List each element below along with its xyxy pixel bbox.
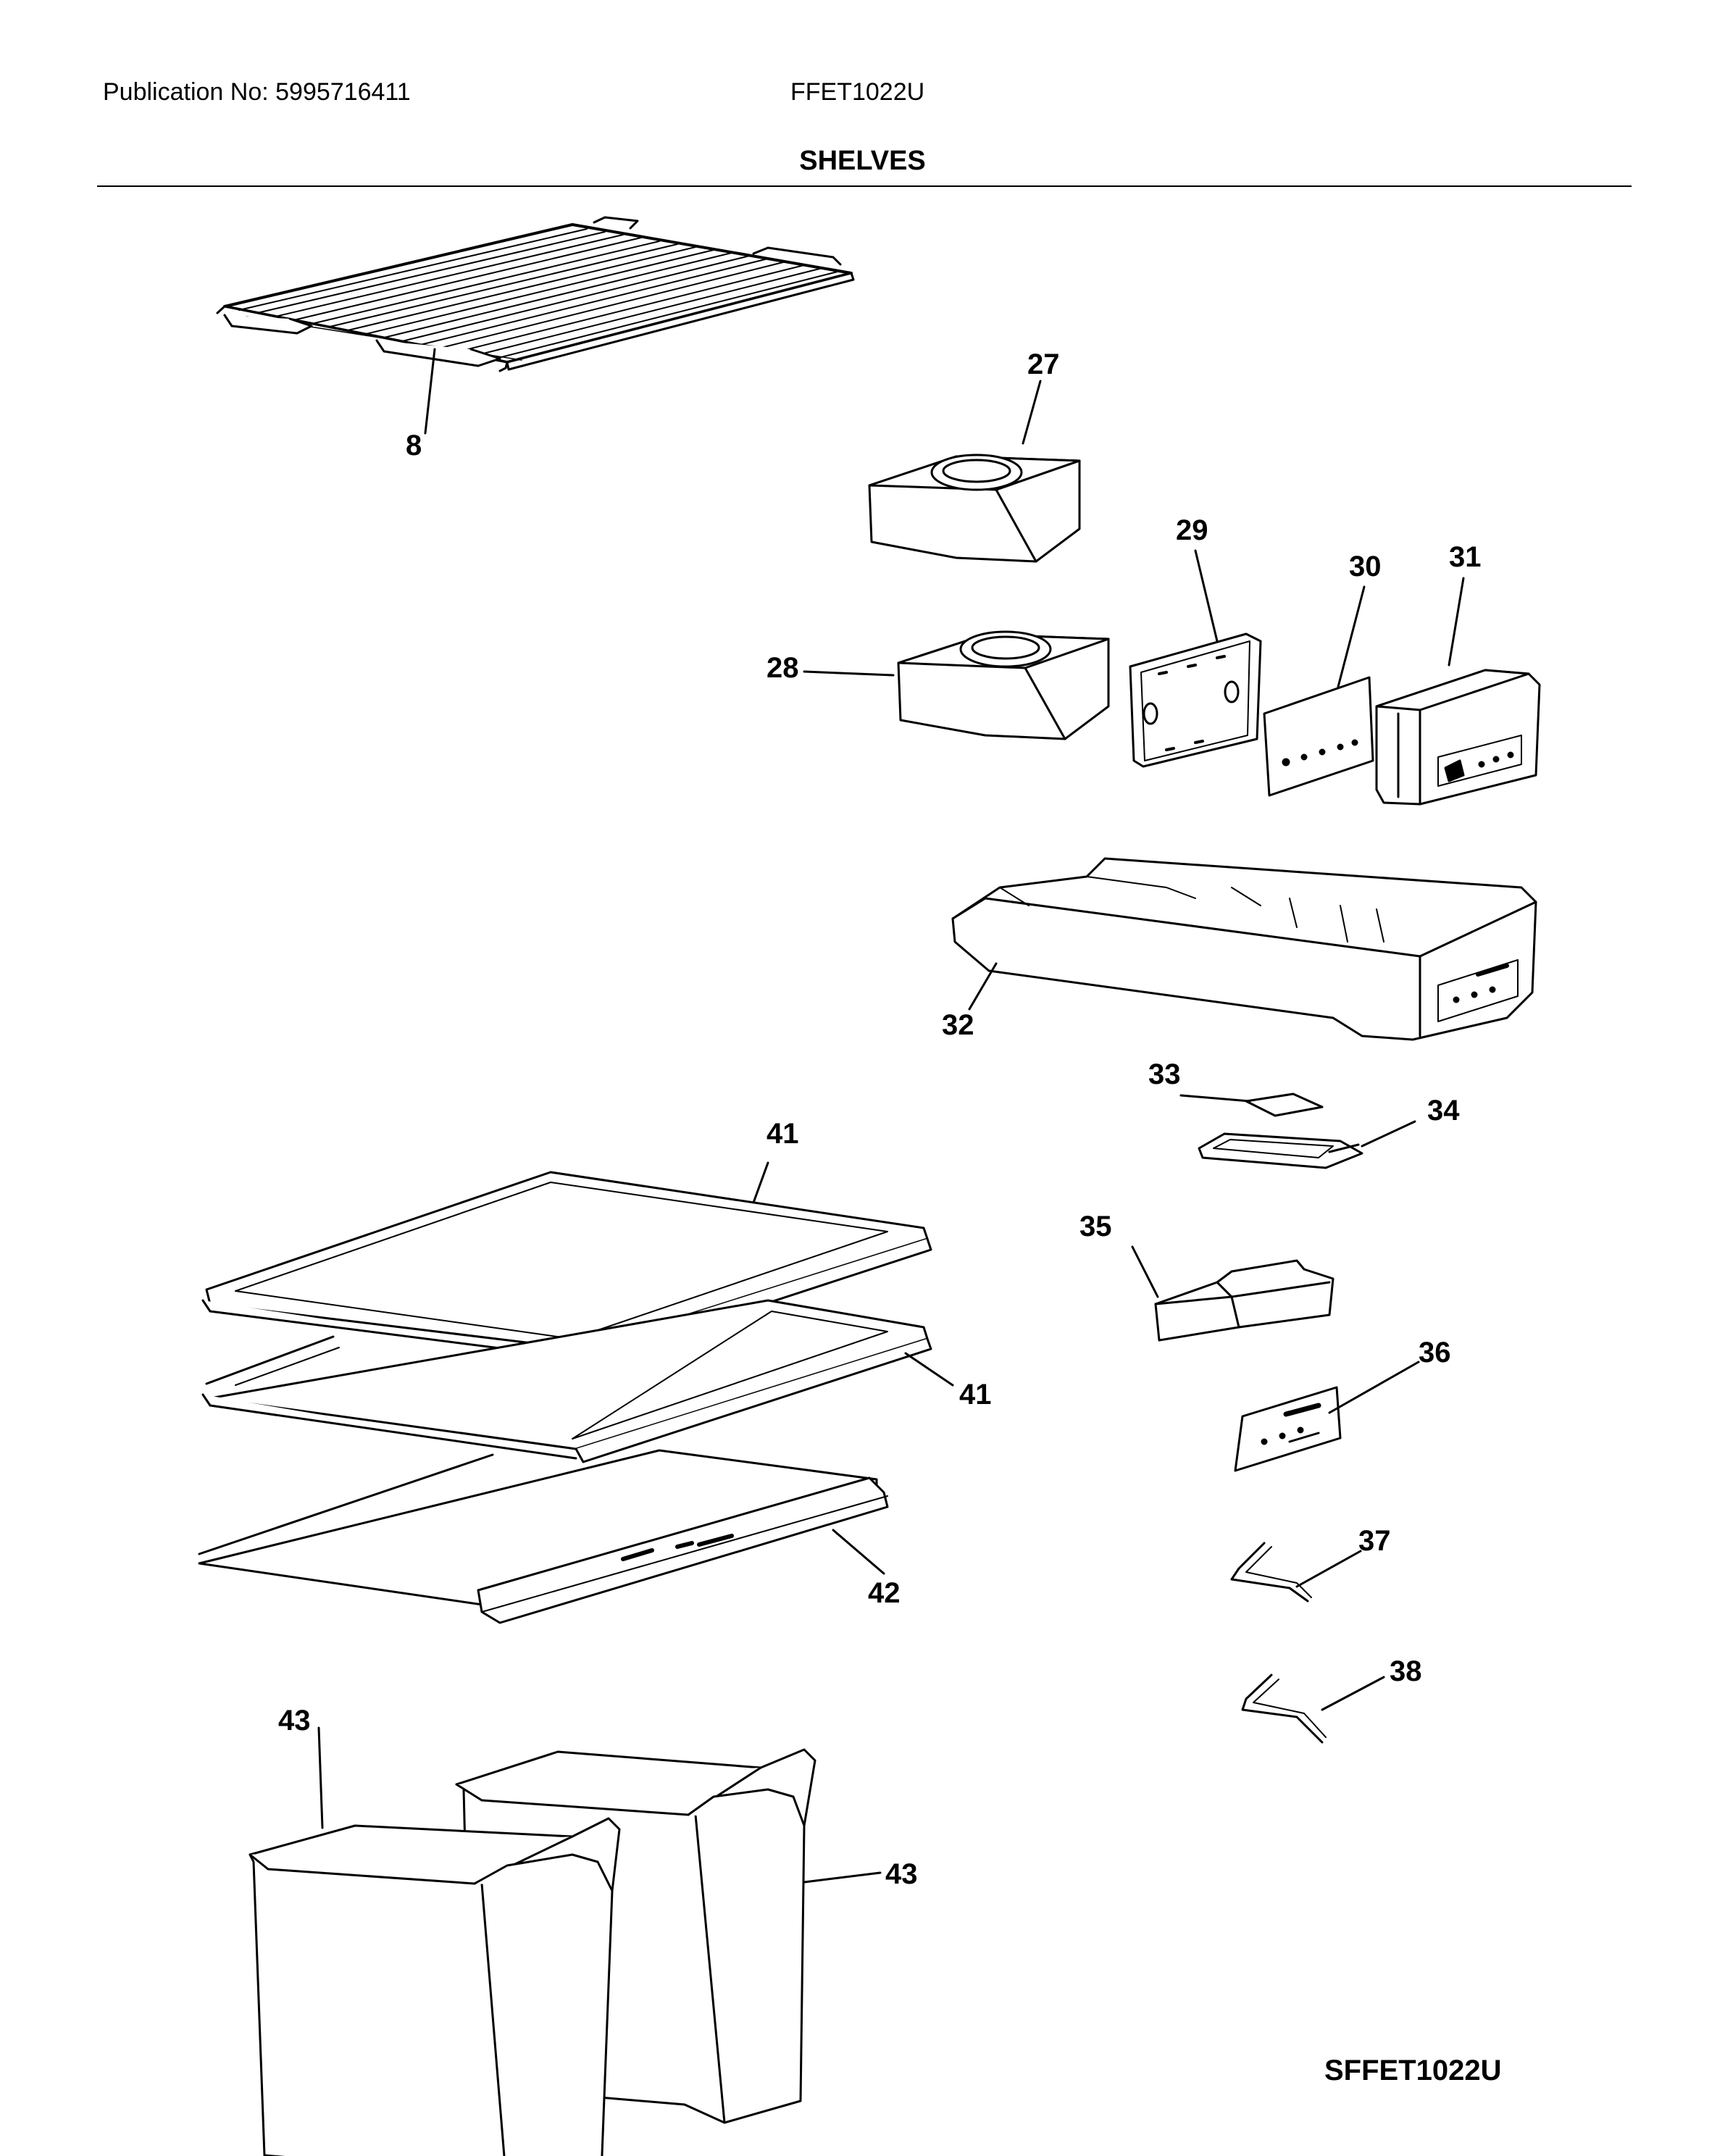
callout-33: 33	[1148, 1058, 1181, 1090]
part-29-cover-plate	[1129, 632, 1262, 768]
callout-42: 42	[868, 1577, 901, 1609]
callout-43-rear: 43	[885, 1858, 918, 1890]
callout-38: 38	[1390, 1655, 1422, 1687]
publication-number: Publication No: 5995716411	[103, 78, 411, 106]
callout-30: 30	[1349, 551, 1382, 582]
part-30-control-board	[1263, 676, 1374, 797]
part-28-bin	[897, 630, 1110, 740]
callout-32: 32	[942, 1009, 974, 1041]
callout-8: 8	[406, 430, 422, 461]
callout-41-top: 41	[767, 1118, 799, 1150]
part-33-pad	[1245, 1092, 1324, 1117]
callout-28: 28	[767, 652, 799, 684]
part-42-glass-shelf	[198, 1449, 889, 1624]
part-41-glass-shelf-bottom	[201, 1299, 932, 1463]
callout-31: 31	[1449, 541, 1482, 573]
callout-29: 29	[1176, 514, 1208, 546]
leader-lines	[317, 348, 1465, 1884]
part-8-wire-shelf	[216, 216, 855, 372]
callout-41-bottom: 41	[959, 1379, 992, 1411]
part-36-overlay	[1234, 1386, 1342, 1472]
callout-34: 34	[1427, 1095, 1460, 1127]
part-35-bracket	[1154, 1259, 1335, 1342]
part-31-control-housing	[1375, 669, 1541, 806]
part-37-wire-harness	[1230, 1542, 1312, 1603]
header-divider	[97, 185, 1632, 187]
part-43-crisper-bin-front	[248, 1817, 621, 2156]
part-34-frame	[1198, 1132, 1363, 1169]
part-27-bin	[868, 454, 1081, 563]
model-number: FFET1022U	[790, 78, 925, 106]
section-title: SHELVES	[799, 146, 926, 176]
diagram-code: SFFET1022U	[1324, 2055, 1502, 2086]
callout-27: 27	[1027, 348, 1060, 380]
callout-37: 37	[1358, 1525, 1391, 1557]
callout-36: 36	[1419, 1337, 1451, 1369]
callout-35: 35	[1079, 1211, 1112, 1242]
callout-43-front: 43	[278, 1705, 311, 1737]
part-32-shelf-tray	[951, 857, 1537, 1041]
part-38-wire-harness	[1241, 1674, 1327, 1744]
